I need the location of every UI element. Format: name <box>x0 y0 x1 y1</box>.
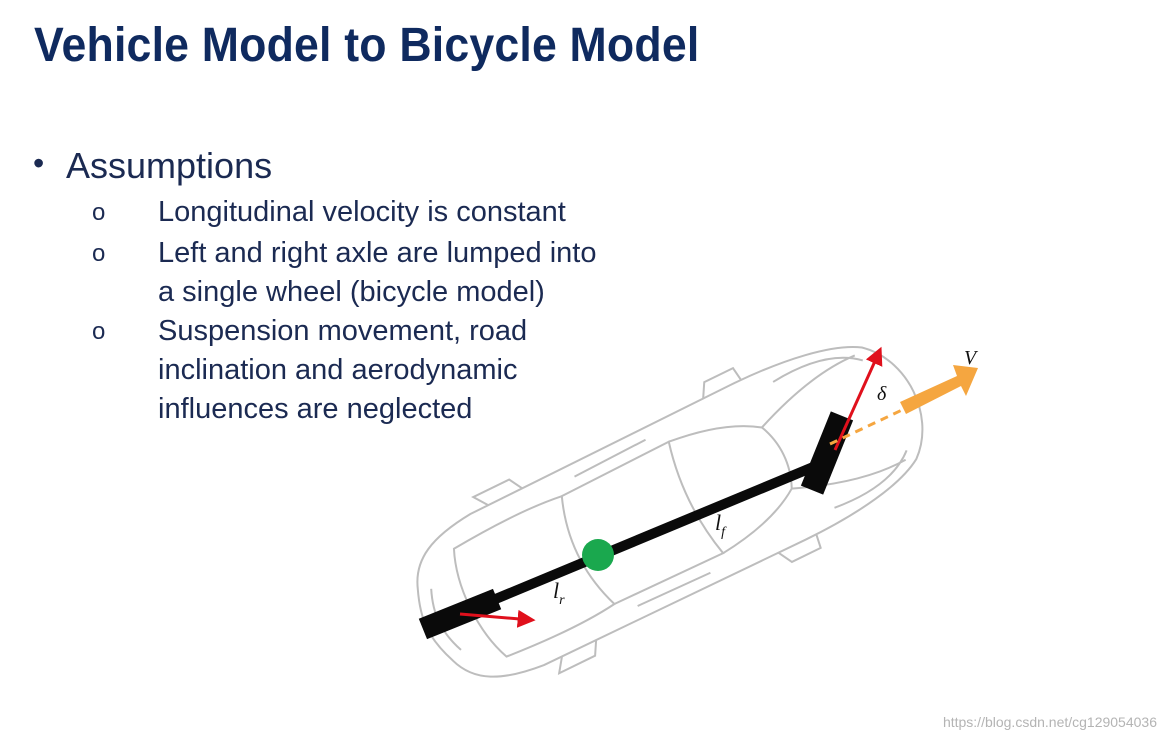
sub-bullet-marker-icon: o <box>92 240 106 267</box>
bicycle-model-diagram: V δ lf lr <box>416 346 979 678</box>
front-velocity-arrow <box>833 346 883 451</box>
slide-title: Vehicle Model to Bicycle Model <box>34 19 700 72</box>
center-of-gravity <box>582 539 614 571</box>
sub-bullet-marker-icon: o <box>92 318 106 345</box>
front-length-label: lf <box>715 510 727 540</box>
sub-bullet-marker-icon: o <box>92 199 106 226</box>
rear-velocity-arrow <box>459 609 536 628</box>
bullet-label: Assumptions <box>66 145 273 186</box>
rear-length-label: lr <box>553 578 565 608</box>
sub-bullet-text: inclination and aerodynamic <box>158 354 518 386</box>
sub-bullet-text: Left and right axle are lumped into <box>158 237 597 269</box>
sub-bullet-text: influences are neglected <box>158 393 473 425</box>
vehicle-velocity-arrow <box>900 365 978 414</box>
watermark: https://blog.csdn.net/cg129054036 <box>942 714 1157 730</box>
wheelbase-line <box>448 455 832 623</box>
velocity-label: V <box>964 347 979 369</box>
sub-bullet-text: a single wheel (bicycle model) <box>158 276 545 308</box>
steering-angle-label: δ <box>877 383 887 405</box>
sub-bullet-text: Suspension movement, road <box>158 315 528 347</box>
bullet-dot-icon: • <box>33 145 45 181</box>
car-outline <box>416 346 924 678</box>
front-wheel <box>800 411 854 495</box>
sub-bullet-text: Longitudinal velocity is constant <box>158 196 566 228</box>
